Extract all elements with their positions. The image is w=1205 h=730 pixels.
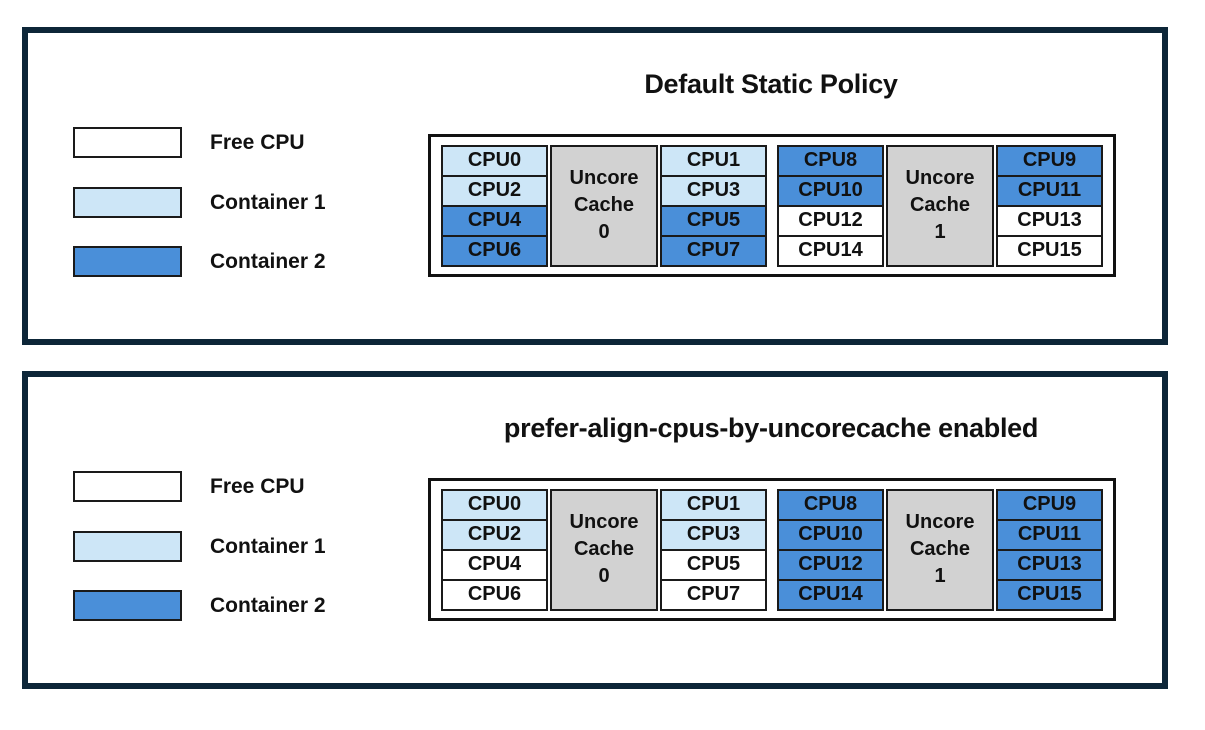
cpu-cell: CPU12 — [777, 204, 884, 237]
legend-label: Free CPU — [210, 130, 305, 154]
legend-item: Container 1 — [73, 531, 326, 562]
legend-swatch-container2 — [73, 590, 182, 621]
cpu-cell: CPU6 — [441, 578, 548, 611]
legend-label: Container 2 — [210, 249, 326, 273]
legend-label: Container 1 — [210, 190, 326, 214]
cpu-cell: CPU9 — [996, 488, 1103, 521]
uncore-cache-label-line: Cache — [573, 194, 635, 216]
legend-swatch-container2 — [73, 246, 182, 277]
cpu-cell: CPU10 — [777, 518, 884, 551]
uncore-cache-label-line: 1 — [934, 221, 946, 243]
uncore-cache-label-line: Uncore — [905, 167, 975, 189]
cpu-cell: CPU1 — [660, 488, 767, 521]
cpu-cell: CPU15 — [996, 234, 1103, 267]
cpu-cell: CPU14 — [777, 234, 884, 267]
legend-item: Free CPU — [73, 471, 305, 502]
legend-item: Container 2 — [73, 590, 326, 621]
legend-label: Container 1 — [210, 534, 326, 558]
uncore-cache-label-line: Uncore — [569, 511, 639, 533]
uncore-cache-label-line: 0 — [598, 565, 610, 587]
legend-swatch-container1 — [73, 531, 182, 562]
policy-panel: prefer-align-cpus-by-uncorecache enabled… — [22, 371, 1168, 689]
cpu-cell: CPU11 — [996, 518, 1103, 551]
uncore-cache-label-line: 0 — [598, 221, 610, 243]
cpu-cell: CPU11 — [996, 174, 1103, 207]
cpu-cell: CPU4 — [441, 548, 548, 581]
cpu-cell: CPU15 — [996, 578, 1103, 611]
legend-swatch-container1 — [73, 187, 182, 218]
uncore-cache-label-line: Cache — [909, 538, 971, 560]
policy-panel: Default Static Policy Free CPU Container … — [22, 27, 1168, 345]
cpu-cell: CPU9 — [996, 144, 1103, 177]
legend-swatch-free — [73, 127, 182, 158]
cpu-cell: CPU7 — [660, 234, 767, 267]
legend-label: Container 2 — [210, 593, 326, 617]
cpu-cell: CPU0 — [441, 488, 548, 521]
cpu-cell: CPU2 — [441, 174, 548, 207]
legend-item: Container 1 — [73, 187, 326, 218]
cpu-cell: CPU2 — [441, 518, 548, 551]
cpu-cell: CPU6 — [441, 234, 548, 267]
cpu-cell: CPU13 — [996, 204, 1103, 237]
legend-item: Free CPU — [73, 127, 305, 158]
cpu-cell: CPU3 — [660, 174, 767, 207]
cpu-cell: CPU12 — [777, 548, 884, 581]
uncore-cache-label-line: Cache — [909, 194, 971, 216]
uncore-cache-label-line: Uncore — [905, 511, 975, 533]
cpu-cell: CPU1 — [660, 144, 767, 177]
uncore-cache-label-line: Cache — [573, 538, 635, 560]
cpu-cell: CPU14 — [777, 578, 884, 611]
panel-title: prefer-align-cpus-by-uncorecache enabled — [503, 413, 1039, 443]
uncore-cache-label-line: 1 — [934, 565, 946, 587]
panel-title: Default Static Policy — [644, 69, 898, 99]
cpu-cell: CPU3 — [660, 518, 767, 551]
legend-item: Container 2 — [73, 246, 326, 277]
cpu-cell: CPU13 — [996, 548, 1103, 581]
legend-label: Free CPU — [210, 474, 305, 498]
cpu-cell: CPU0 — [441, 144, 548, 177]
legend-swatch-free — [73, 471, 182, 502]
uncore-cache-label-line: Uncore — [569, 167, 639, 189]
cpu-cell: CPU5 — [660, 204, 767, 237]
cpu-cell: CPU7 — [660, 578, 767, 611]
cpu-cell: CPU5 — [660, 548, 767, 581]
cpu-cell: CPU10 — [777, 174, 884, 207]
cpu-cell: CPU8 — [777, 144, 884, 177]
cpu-cell: CPU8 — [777, 488, 884, 521]
cpu-cell: CPU4 — [441, 204, 548, 237]
